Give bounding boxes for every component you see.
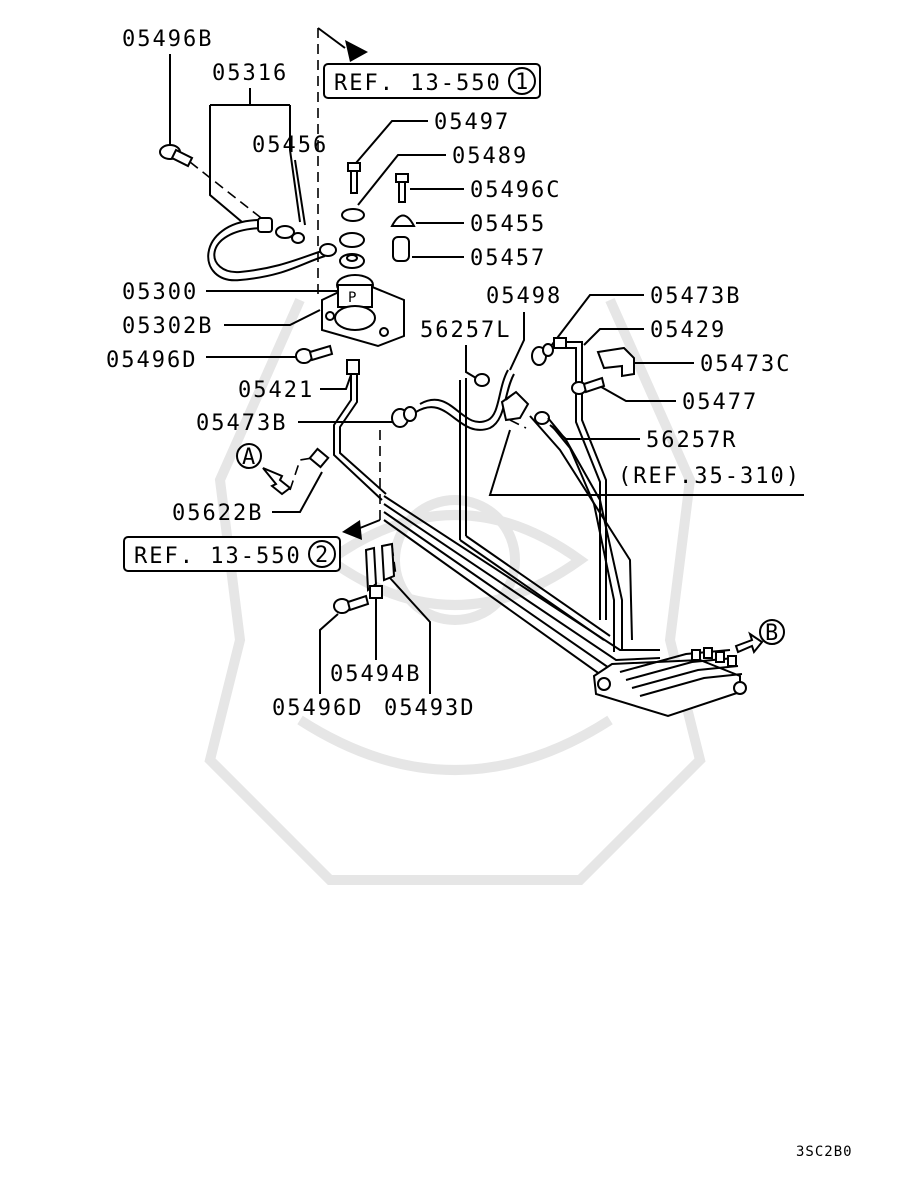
- pipe-end-caps: [691, 647, 737, 667]
- bolt-05496c: [395, 173, 409, 203]
- bolt-05496d-left: [295, 344, 334, 364]
- label-05421: 05421: [238, 378, 314, 403]
- label-56257l: 56257L: [420, 318, 511, 343]
- label-05477: 05477: [682, 390, 758, 415]
- fuel-pipe-56257r: [547, 417, 623, 650]
- label-05496b-top: 05496B: [122, 27, 213, 52]
- fuel-hose-56257l: [415, 373, 515, 431]
- ref1-number: 1: [515, 70, 530, 95]
- label-05429: 05429: [650, 318, 726, 343]
- label-05489: 05489: [452, 144, 528, 169]
- bracket-05473c: [596, 346, 635, 378]
- ref-13-550-1-callout[interactable]: REF. 13-550 1: [323, 63, 541, 99]
- label-05302b: 05302B: [122, 314, 213, 339]
- cap-05455: [390, 214, 416, 227]
- callout-a-letter: A: [242, 445, 257, 470]
- label-05493d: 05493D: [384, 696, 475, 721]
- label-05622b: 05622B: [172, 501, 263, 526]
- clip-05473b-right: [531, 343, 554, 366]
- rubber-mounts: [339, 232, 365, 269]
- fuel-hose-05316: [213, 227, 326, 274]
- label-05498: 05498: [486, 284, 562, 309]
- label-05300: 05300: [122, 280, 198, 305]
- clamp-05494b: [364, 546, 383, 599]
- distribution-block[interactable]: [592, 647, 747, 718]
- label-05496c: 05496C: [470, 178, 561, 203]
- label-05457: 05457: [470, 246, 546, 271]
- bolt-05477: [571, 376, 606, 395]
- label-05473b-left: 05473B: [196, 411, 287, 436]
- junction-56257r: [500, 389, 550, 429]
- label-56257r: 56257R: [646, 428, 737, 453]
- ref2-number: 2: [315, 543, 330, 568]
- figure-code: 3SC2B0: [796, 1144, 853, 1160]
- ref2-text: REF. 13-550: [134, 544, 302, 569]
- label-05473b-right: 05473B: [650, 284, 741, 309]
- callout-a[interactable]: A: [236, 443, 262, 470]
- hose-clamp-right: [319, 243, 337, 257]
- bolt-05497: [347, 162, 361, 194]
- label-05494b: 05494B: [330, 662, 421, 687]
- washer-05489: [341, 208, 365, 222]
- label-05316: 05316: [212, 61, 288, 86]
- fitting-05622b: [308, 447, 330, 469]
- label-05496d-bottom: 05496D: [272, 696, 363, 721]
- ref3-text: (REF.35-310): [618, 464, 801, 489]
- clamp-05498: [474, 373, 490, 387]
- direction-arrow-a-icon: [262, 467, 292, 496]
- fuel-pipe-05421: [333, 374, 383, 501]
- fitting-05421: [346, 359, 360, 375]
- fitting-05429: [553, 337, 567, 349]
- direction-arrow-b-icon: [734, 631, 764, 655]
- bolt-05496b: [159, 144, 194, 168]
- sleeve-05457: [392, 236, 410, 262]
- pump-p-mark: P: [348, 290, 357, 306]
- label-05455: 05455: [470, 212, 546, 237]
- bolt-05496d-bottom: [333, 594, 370, 614]
- fuel-pump-05300[interactable]: P: [321, 274, 405, 348]
- label-05473c: 05473C: [700, 352, 791, 377]
- ref-13-550-2-callout[interactable]: REF. 13-550 2: [123, 536, 341, 572]
- ref1-text: REF. 13-550: [334, 71, 502, 96]
- callout-b[interactable]: B: [759, 619, 785, 646]
- label-05496d-left: 05496D: [106, 348, 197, 373]
- label-05456: 05456: [252, 133, 328, 158]
- ref1-arrow-icon: [345, 40, 368, 62]
- clip-05473b-left: [391, 406, 417, 428]
- ref2-arrow-icon: [342, 520, 362, 540]
- callout-b-letter: B: [765, 621, 780, 646]
- clamp-05493d: [380, 542, 397, 582]
- hose-clamp-left: [257, 217, 305, 244]
- label-05497: 05497: [434, 110, 510, 135]
